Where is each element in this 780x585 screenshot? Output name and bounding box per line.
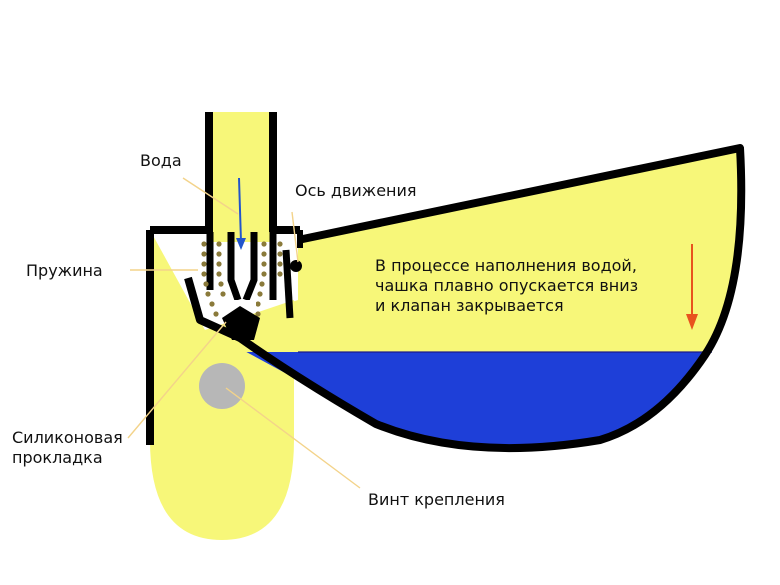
label-gasket-line2: прокладка <box>12 448 103 467</box>
note-line-2: чашка плавно опускается вниз <box>375 276 639 295</box>
mounting-screw <box>199 363 245 409</box>
note-line-1: В процессе наполнения водой, <box>375 256 637 275</box>
label-spring: Пружина <box>26 261 103 280</box>
note-line-3: и клапан закрывается <box>375 296 564 315</box>
pivot-axis <box>290 260 302 272</box>
valve-assembly <box>201 177 303 340</box>
water-flow-arrow <box>236 177 246 250</box>
label-gasket-line1: Силиконовая <box>12 428 123 447</box>
label-screw: Винт крепления <box>368 490 505 509</box>
label-water: Вода <box>140 151 182 170</box>
label-axis: Ось движения <box>295 181 417 200</box>
spring <box>201 241 283 317</box>
leader-lines <box>127 177 361 489</box>
down-arrow <box>686 244 698 330</box>
silicone-gasket <box>222 306 260 340</box>
